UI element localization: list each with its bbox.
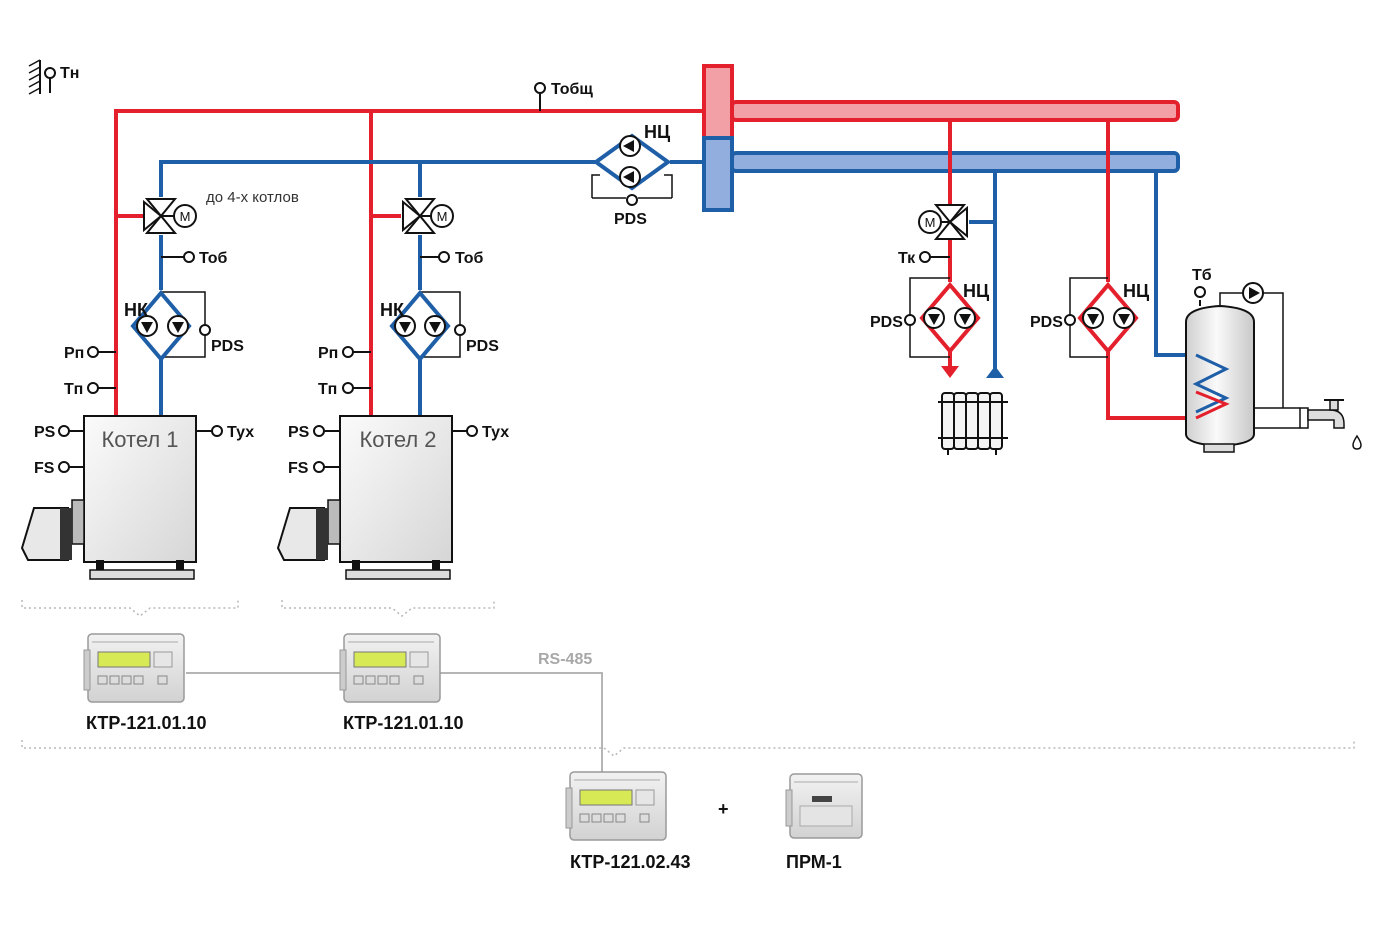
- boiler-2-pump-label: НК: [380, 300, 405, 320]
- boiler-2-branch: M Тоб НК PDS Рп Тп PS FS Тух Котел 2: [276, 198, 509, 580]
- p-supply-1-label: Рп: [64, 345, 84, 362]
- boiler-1-branch: M Тоб НК PDS Рп Тп PS FS Тух Котел 1: [20, 198, 254, 580]
- t-common-label: Тобщ: [551, 81, 593, 98]
- controller-2: [339, 633, 441, 703]
- boiler-2-title: Котел 2: [359, 427, 436, 452]
- boiler-1-title: Котел 1: [101, 427, 178, 452]
- t-flue-2-label: Тух: [482, 424, 509, 441]
- outdoor-sensor: Тн: [28, 59, 79, 95]
- expansion-module-model: ПРМ-1: [786, 852, 842, 872]
- return-pipes: [159, 160, 708, 418]
- rs485-label: RS-485: [538, 651, 592, 668]
- heating-circuit: M Тк НЦ PDS: [870, 120, 1008, 455]
- brackets: [21, 600, 1355, 757]
- t-tank-label: Тб: [1192, 267, 1212, 284]
- dhw-pump-label: НЦ: [1123, 281, 1150, 301]
- heating-pds-label: PDS: [870, 314, 903, 331]
- controller-3: [565, 771, 667, 841]
- p-supply-2-label: Рп: [318, 345, 338, 362]
- boiler-1-pds-label: PDS: [211, 338, 244, 355]
- t-common-sensor: Тобщ: [534, 81, 593, 111]
- ps-2-label: PS: [288, 424, 310, 441]
- ps-1-label: PS: [34, 424, 56, 441]
- fs-2-label: FS: [288, 460, 309, 477]
- boiler-1-pump-label: НК: [124, 300, 149, 320]
- plus-sign: +: [718, 799, 729, 819]
- fs-1-label: FS: [34, 460, 55, 477]
- heating-valve-motor-label: M: [925, 215, 936, 230]
- main-pump-label: НЦ: [644, 122, 671, 142]
- controller-1-model: КТР-121.01.10: [86, 713, 207, 733]
- controller-1: [83, 633, 185, 703]
- dhw-tank: Тб: [1185, 267, 1300, 453]
- hydraulic-header: [702, 64, 1180, 212]
- rs485-bus: [186, 672, 603, 772]
- valve-2-motor-label: M: [437, 209, 448, 224]
- dhw-pds-label: PDS: [1030, 314, 1063, 331]
- t-return-2-label: Тоб: [455, 250, 484, 267]
- water-tap-icon: [1299, 399, 1362, 450]
- controller-3-model: КТР-121.02.43: [570, 852, 691, 872]
- dhw-circuit: НЦ PDS Тб: [1030, 120, 1362, 453]
- main-pds-label: PDS: [614, 211, 647, 228]
- heating-pump-label: НЦ: [963, 281, 990, 301]
- valve-1-motor-label: M: [180, 209, 191, 224]
- expansion-module: [785, 773, 863, 839]
- t-outdoor-label: Тн: [60, 65, 79, 82]
- main-pump-group: НЦ PDS: [591, 122, 673, 228]
- t-flue-1-label: Тух: [227, 424, 254, 441]
- t-heating-label: Тк: [898, 250, 916, 267]
- t-return-1-label: Тоб: [199, 250, 228, 267]
- t-supply-1-label: Тп: [64, 381, 83, 398]
- radiator: [938, 392, 1008, 455]
- t-supply-2-label: Тп: [318, 381, 337, 398]
- boiler-2-pds-label: PDS: [466, 338, 499, 355]
- boilers-note: до 4-х котлов: [206, 189, 299, 206]
- controller-2-model: КТР-121.01.10: [343, 713, 464, 733]
